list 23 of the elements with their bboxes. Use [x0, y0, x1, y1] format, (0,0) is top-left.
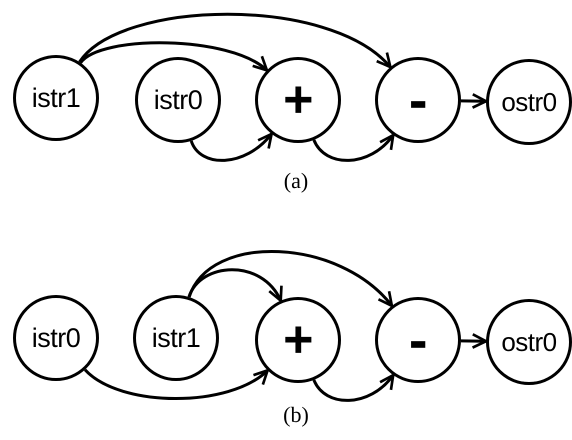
figure-caption: (b) [283, 404, 309, 426]
node-label: + [283, 74, 313, 126]
node-label: istr0 [32, 324, 80, 352]
arrow [188, 250, 394, 308]
node-label: + [283, 314, 313, 366]
arrow [312, 134, 395, 162]
node-label: istr1 [32, 84, 80, 112]
arrow [312, 374, 395, 402]
node-label: ostr0 [501, 89, 557, 115]
figure-caption: (a) [284, 170, 308, 192]
node-label: istr0 [154, 86, 202, 114]
node-label: - [408, 312, 428, 368]
node-label: ostr0 [501, 329, 557, 355]
arrow [78, 12, 392, 68]
arrow [460, 92, 488, 109]
arrow [80, 41, 268, 72]
arrow [460, 332, 488, 349]
node-circle [255, 297, 341, 383]
arrow [188, 268, 282, 302]
arrow [84, 368, 269, 400]
node-label: - [408, 72, 428, 128]
node-label: istr1 [152, 324, 200, 352]
arrow [190, 132, 273, 162]
